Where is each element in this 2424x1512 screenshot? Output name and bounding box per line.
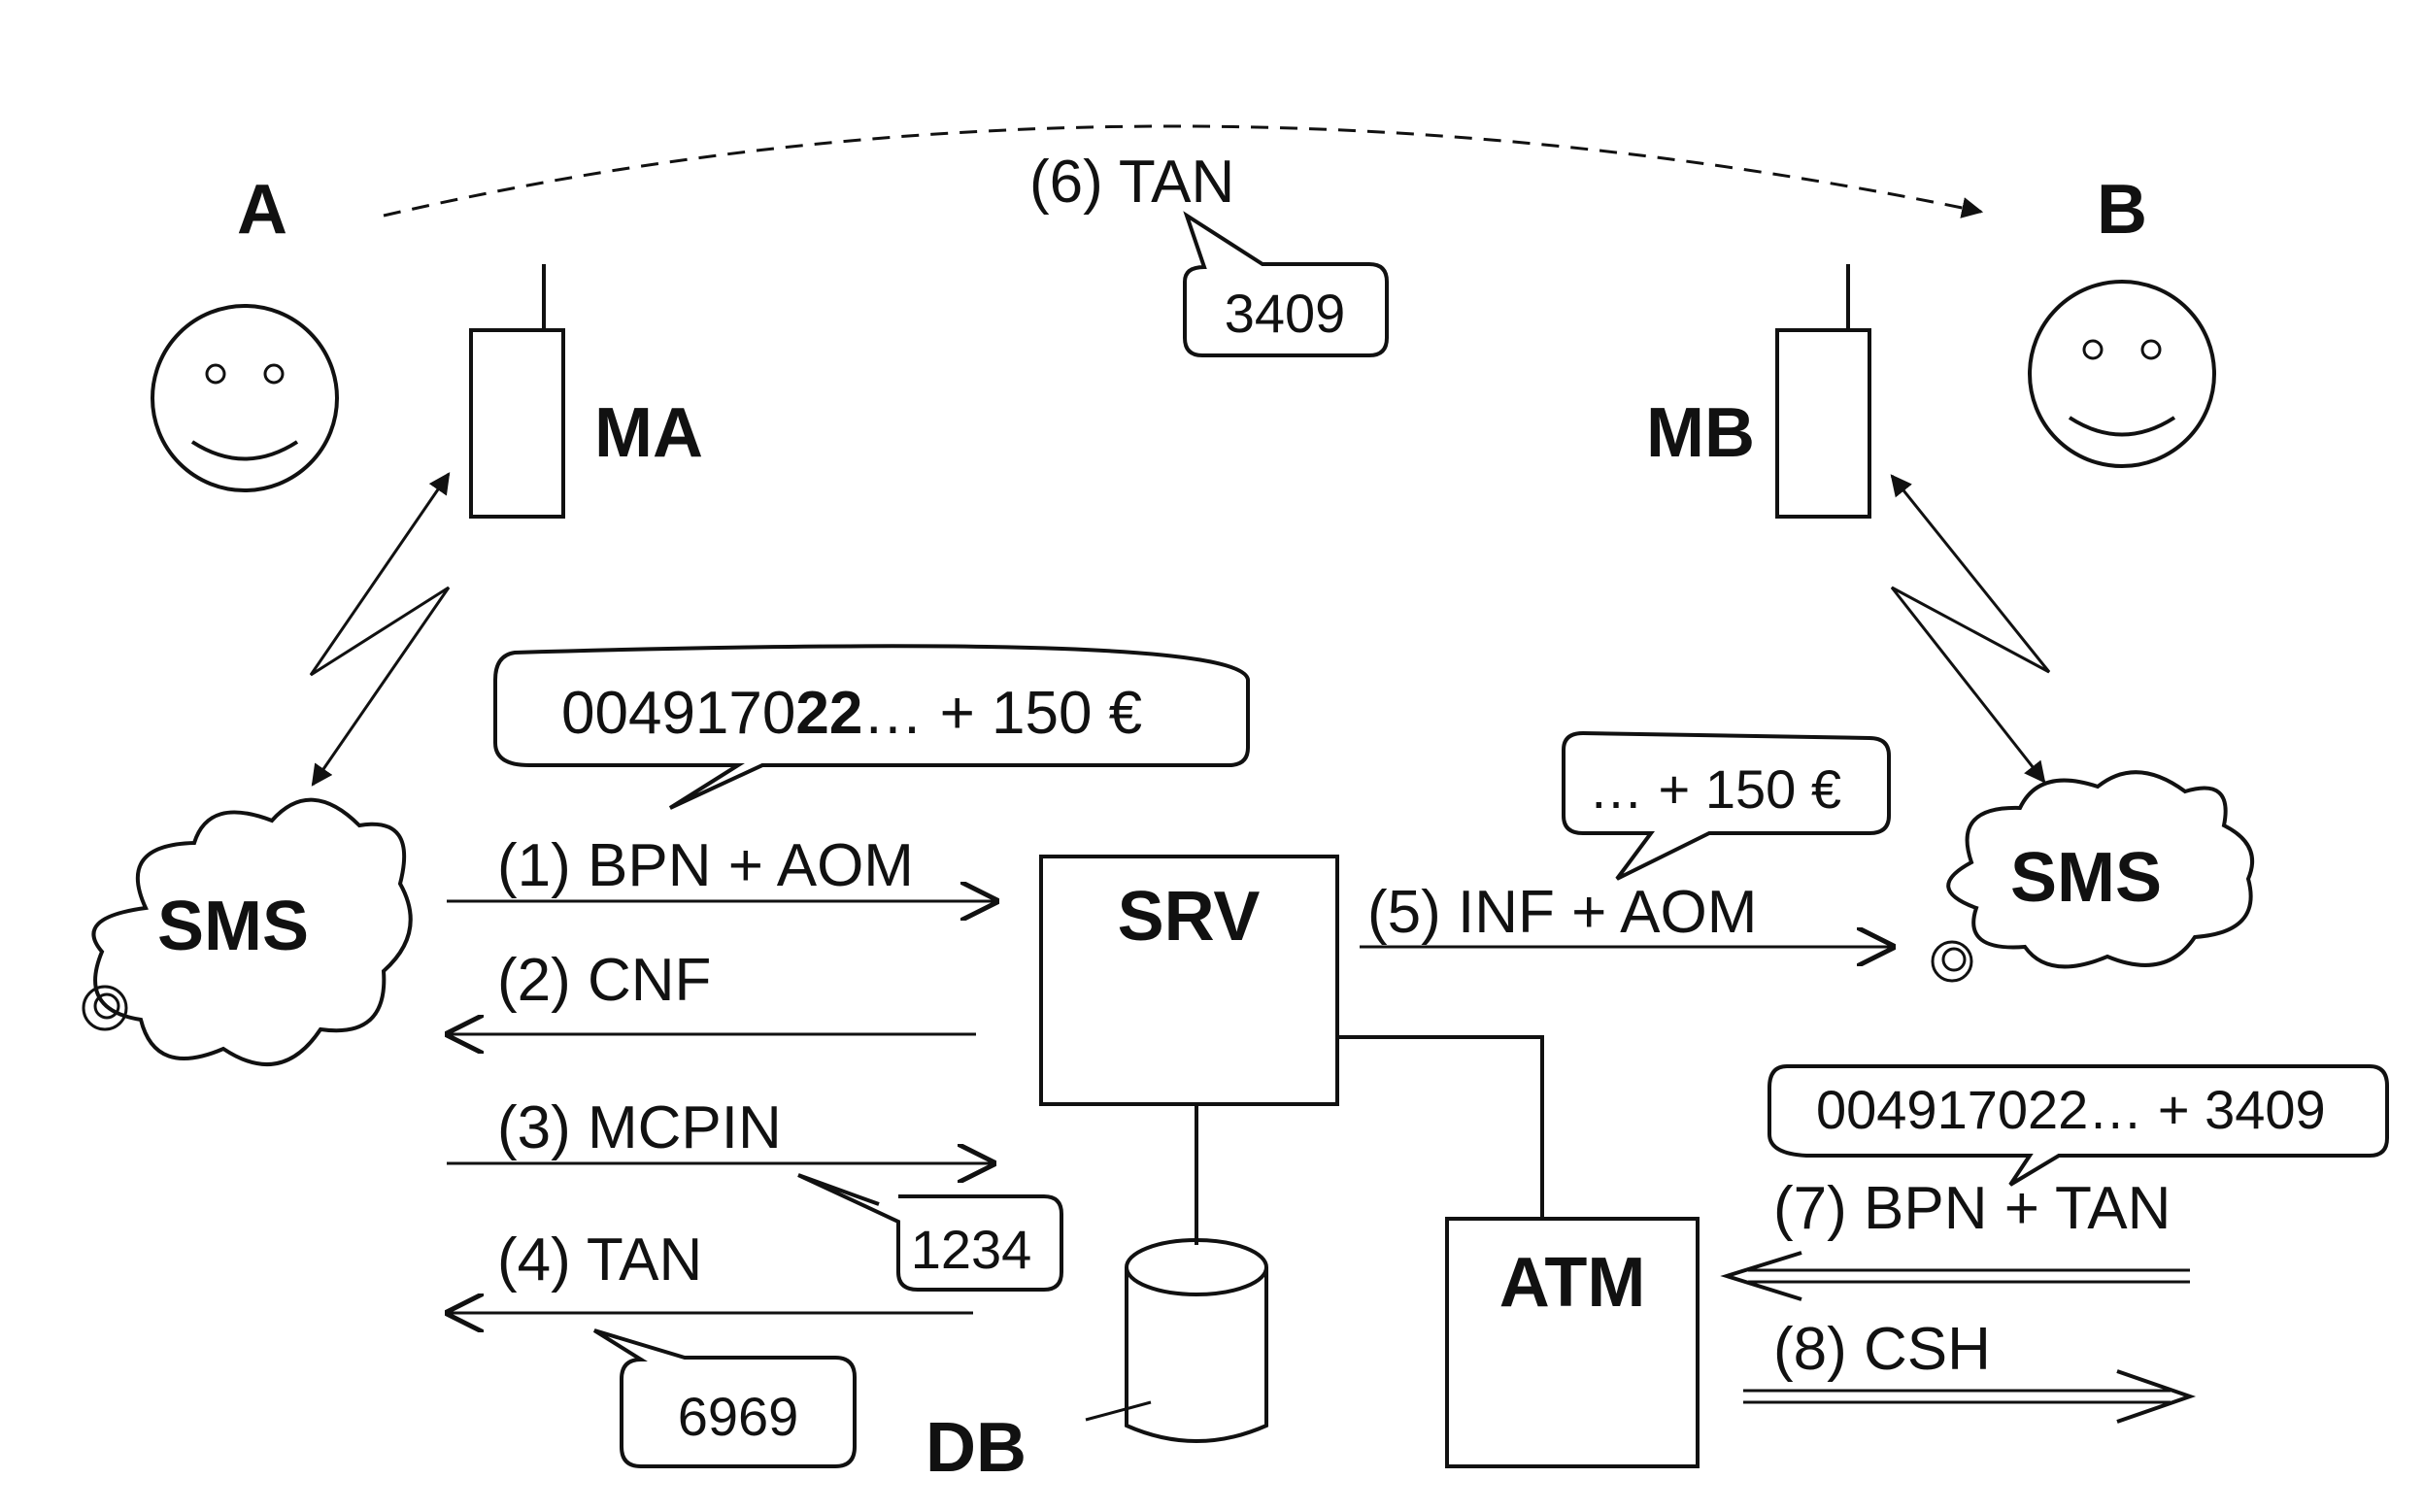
atm-sms-bubble: 004917022… + 3409 <box>1769 1066 2387 1185</box>
sms-a-text: 004917022… + 150 € <box>561 680 1142 747</box>
actor-a-label: A <box>237 171 287 249</box>
sms-a-bubble: 004917022… + 150 € <box>495 646 1248 808</box>
radio-link-a-icon <box>311 474 449 785</box>
sms-a-prefix: 0049170 <box>561 680 795 747</box>
mobile-ma-icon <box>471 264 563 517</box>
step-6-label: (6) TAN <box>1029 149 1234 216</box>
db-label: DB <box>926 1409 1027 1487</box>
step-7-arrow <box>1727 1253 2190 1299</box>
db-cylinder-icon <box>1086 1240 1266 1441</box>
sms-b-label: SMS <box>2010 839 2162 917</box>
step-2-label: (2) CNF <box>497 947 711 1014</box>
device-ma-label: MA <box>594 394 703 472</box>
tan-bubble: 6969 <box>594 1330 855 1466</box>
step-3-label: (3) MCPIN <box>497 1094 782 1161</box>
pin-value: 1234 <box>911 1219 1032 1280</box>
sms-a-suffix: … + 150 € <box>862 680 1142 747</box>
smiley-a-icon <box>152 306 337 490</box>
step-8-label: (8) CSH <box>1773 1316 1991 1383</box>
mobile-mb-icon <box>1777 264 1869 517</box>
step-1-label: (1) BPN + AOM <box>497 832 914 899</box>
sms-b-bubble: … + 150 € <box>1564 733 1889 879</box>
sms-a-label: SMS <box>157 888 309 965</box>
atm-sms-text: 004917022… + 3409 <box>1816 1079 2326 1140</box>
smiley-b-icon <box>2030 282 2214 466</box>
srv-label: SRV <box>1118 878 1261 956</box>
tan-b-bubble: 3409 <box>1185 216 1387 355</box>
step-7-label: (7) BPN + TAN <box>1773 1175 2171 1242</box>
actor-b-label: B <box>2097 171 2147 249</box>
tan-b-value: 3409 <box>1225 283 1346 344</box>
sms-a-bold: 22 <box>795 680 862 747</box>
device-mb-label: MB <box>1646 394 1755 472</box>
sms-b-text: … + 150 € <box>1589 758 1841 820</box>
step-4-label: (4) TAN <box>497 1226 702 1294</box>
pin-bubble: 1234 <box>798 1175 1061 1290</box>
tan-value: 6969 <box>678 1386 799 1447</box>
step-5-label: (5) INF + AOM <box>1367 879 1757 946</box>
radio-link-b-icon <box>1892 476 2049 782</box>
atm-label: ATM <box>1499 1244 1646 1322</box>
